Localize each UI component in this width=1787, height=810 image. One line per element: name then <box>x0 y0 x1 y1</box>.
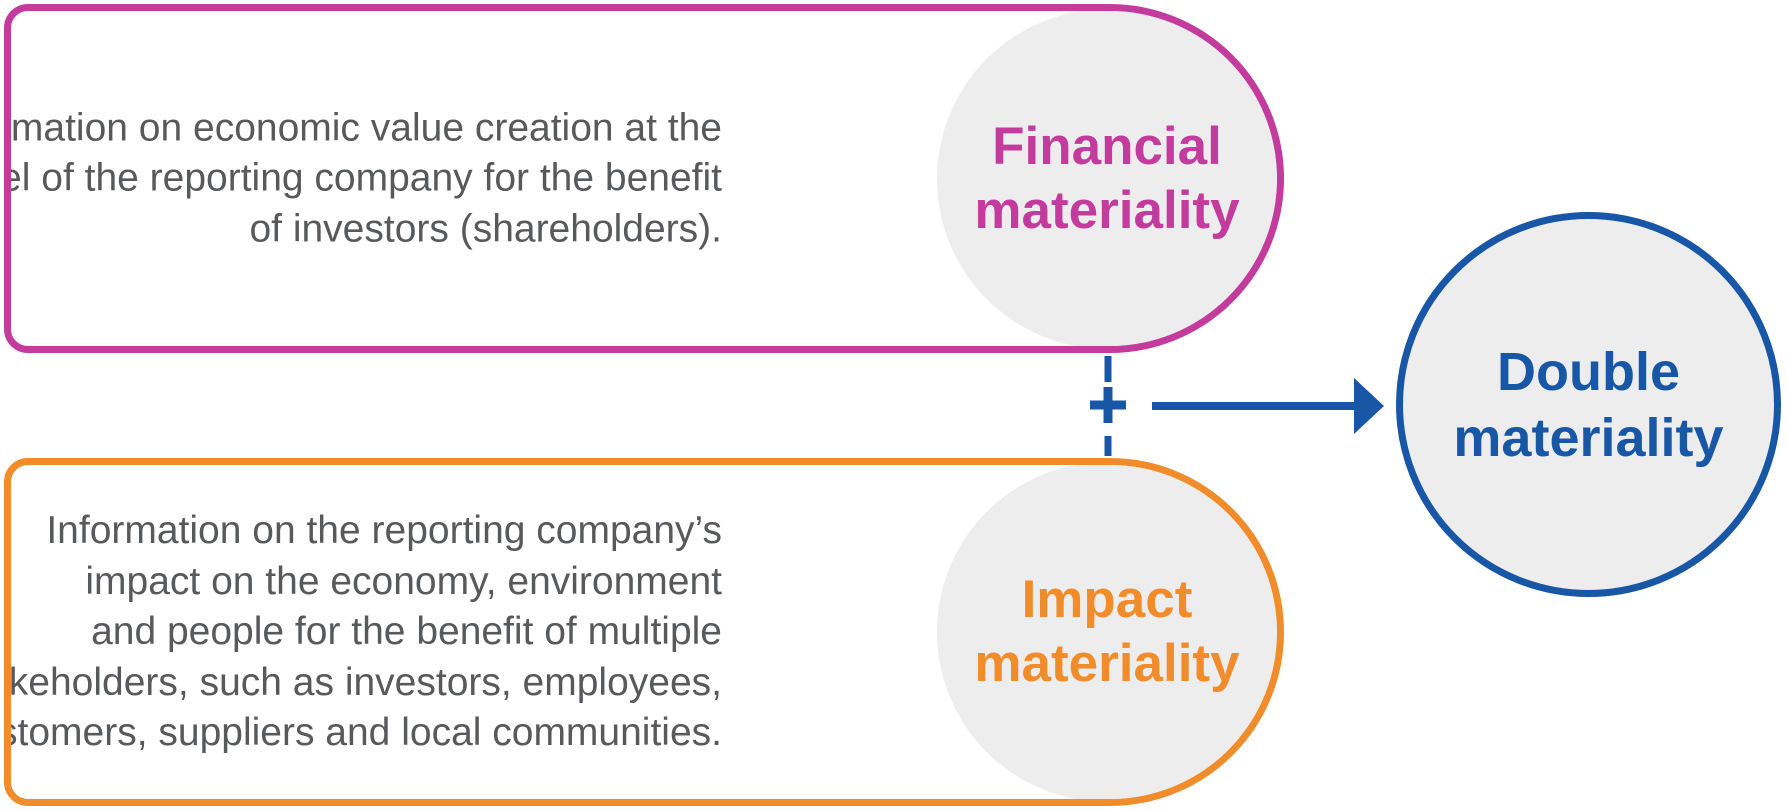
impact-description-line: Information on the reporting company’s <box>46 508 722 552</box>
arrow-right-icon <box>1152 378 1384 434</box>
double-title-line2: materiality <box>1453 407 1724 468</box>
double-title-line1: Double <box>1496 341 1680 402</box>
impact-title-line2: materiality <box>974 634 1240 693</box>
financial-materiality-disc: Financial materiality <box>937 11 1277 346</box>
financial-title-line2: materiality <box>974 180 1240 240</box>
financial-materiality-box: Information on economic value creation a… <box>4 4 1284 353</box>
impact-description-line: customers, suppliers and local communiti… <box>4 710 722 754</box>
impact-description-line: stakeholders, such as investors, employe… <box>4 660 722 704</box>
impact-materiality-disc: Impact materiality <box>937 465 1277 799</box>
plus-icon <box>1090 387 1126 423</box>
financial-description-line: Information on economic value creation a… <box>4 105 722 149</box>
double-materiality-title: Double materiality <box>1453 339 1723 471</box>
financial-description-line: of investors (shareholders). <box>249 206 722 250</box>
impact-description-line: and people for the benefit of multiple <box>91 609 722 653</box>
impact-materiality-box: Information on the reporting company’s i… <box>4 458 1284 806</box>
financial-materiality-title: Financial materiality <box>974 115 1239 243</box>
impact-title-line1: Impact <box>1021 570 1193 629</box>
impact-materiality-title: Impact materiality <box>974 568 1239 696</box>
double-materiality-circle: Double materiality <box>1396 212 1781 597</box>
financial-title-line1: Financial <box>992 116 1222 176</box>
impact-description: Information on the reporting company’s i… <box>4 506 722 759</box>
financial-description: Information on economic value creation a… <box>4 103 722 255</box>
financial-description-line: level of the reporting company for the b… <box>4 156 722 200</box>
impact-description-line: impact on the economy, environment <box>85 559 722 603</box>
